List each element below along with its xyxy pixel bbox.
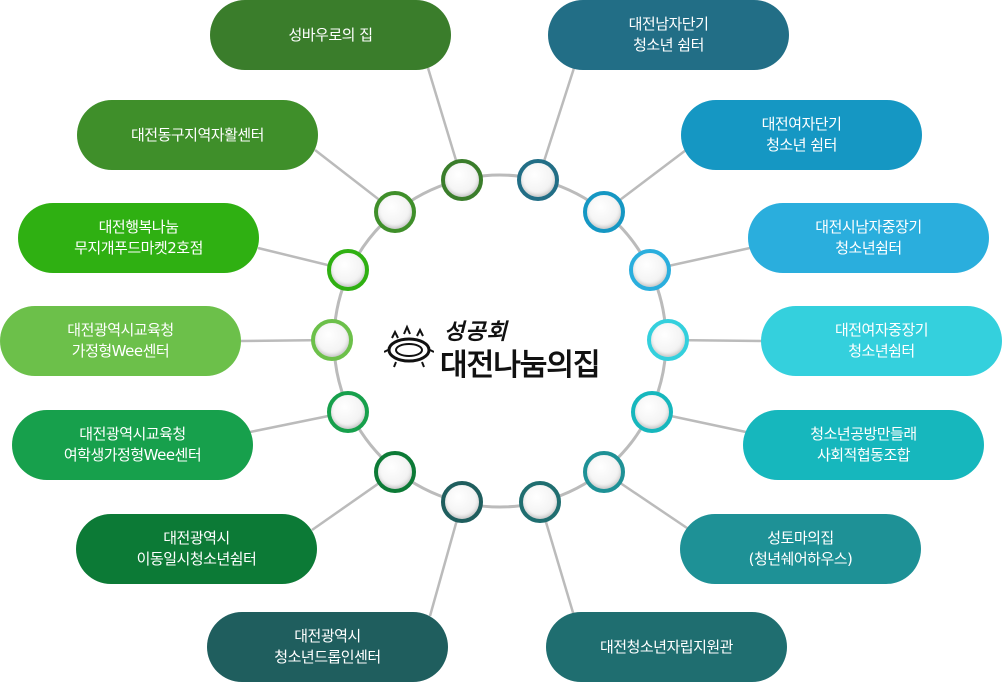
ring-node-circle — [583, 191, 625, 233]
organization-name-line2: 청소년쉼터 — [848, 342, 915, 360]
organization-name-line1: 대전광역시 — [163, 529, 230, 547]
ring-node-circle — [327, 249, 369, 291]
logo-small-text: 성공회 — [444, 319, 508, 345]
left-organization-box[interactable]: 성바우로의 집 — [210, 0, 451, 70]
organization-name-line1: 청소년공방만들래 — [810, 425, 917, 443]
organization-name-line2: 이동일시청소년쉼터 — [136, 550, 257, 568]
ring-node-circle — [583, 451, 625, 493]
organization-name-line1: 대전여자단기 — [761, 115, 842, 133]
organization-name-line1: 대전여자중장기 — [834, 321, 929, 339]
organization-name-line1: 대전행복나눔 — [98, 218, 179, 236]
ring-node-circle — [374, 191, 416, 233]
organization-name-line1: 대전광역시교육청 — [67, 321, 174, 339]
organization-name-line1: 대전청소년자립지원관 — [599, 637, 734, 656]
ring-node-circle — [631, 391, 673, 433]
organization-name-line1: 성토마의집 — [767, 529, 834, 547]
organization-name-line1: 대전광역시교육청 — [79, 425, 186, 443]
left-organization-box[interactable]: 대전동구지역자활센터 — [77, 100, 318, 170]
organization-name-line2: 청소년 쉼터 — [633, 36, 704, 54]
ring-node-circle — [519, 481, 561, 523]
organization-name-line2: 무지개푸드마켓2호점 — [74, 239, 203, 257]
organization-name-line2: 여학생가정형Wee센터 — [63, 446, 202, 464]
ring-node-circle — [441, 481, 483, 523]
organization-name-line2: 청소년 쉼터 — [766, 136, 837, 154]
organization-name-line1: 대전남자단기 — [628, 15, 709, 33]
organization-name-line2: (청년쉐어하우스) — [748, 550, 853, 568]
right-organization-box[interactable]: 대전청소년자립지원관 — [546, 612, 787, 682]
organization-name-line2: 가정형Wee센터 — [71, 342, 170, 360]
ring-node-circle — [517, 159, 559, 201]
ring-node-circle — [647, 319, 689, 361]
ring-node-circle — [441, 159, 483, 201]
ring-node-circle — [327, 391, 369, 433]
crown-of-thorns-emblem — [384, 324, 434, 368]
organization-name-line1: 성바우로의 집 — [288, 25, 373, 44]
organization-name-line2: 청소년쉼터 — [835, 239, 902, 257]
organization-name-line2: 청소년드롭인센터 — [274, 648, 381, 666]
ring-node-circle — [311, 319, 353, 361]
logo-big-text: 대전나눔의집 — [440, 348, 601, 383]
ring-node-circle — [629, 249, 671, 291]
ring-node-circle — [374, 451, 416, 493]
organization-name-line1: 대전동구지역자활센터 — [130, 125, 265, 144]
logo: 성공회 대전나눔의집 — [380, 312, 620, 383]
right-organization-box[interactable]: 성토마의집 (청년쉐어하우스) — [680, 514, 921, 584]
organization-name-line2: 사회적협동조합 — [816, 446, 911, 464]
organization-name-line1: 대전시남자중장기 — [815, 218, 922, 236]
organization-name-line1: 대전광역시 — [294, 627, 361, 645]
